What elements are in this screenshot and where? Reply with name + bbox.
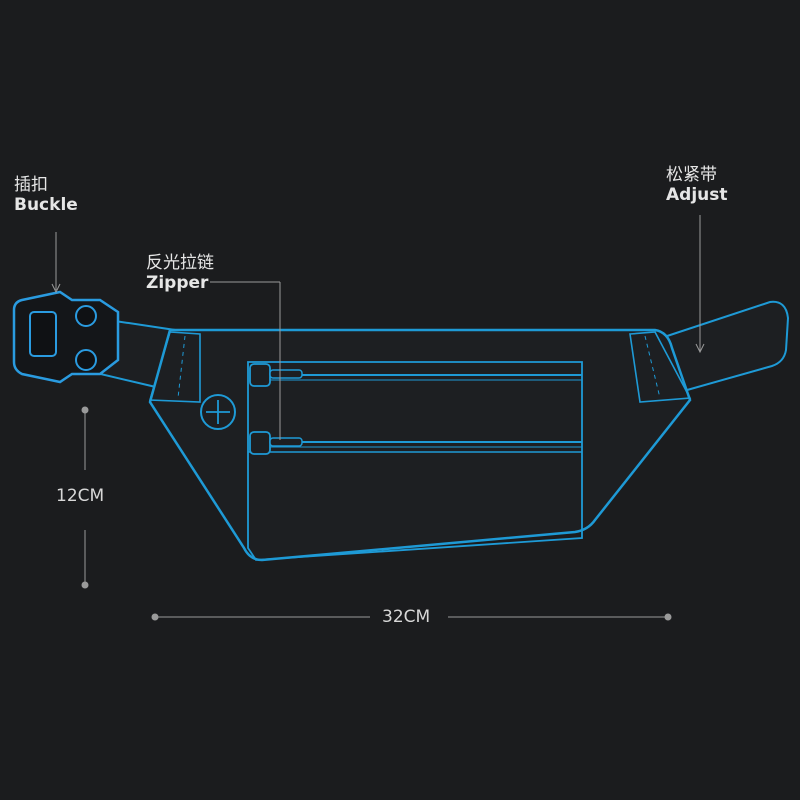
zipper-label-en: Zipper (146, 274, 214, 294)
zipper-label-cn: 反光拉链 (146, 254, 214, 274)
buckle-icon (14, 292, 118, 382)
earphone-port-icon (201, 395, 235, 429)
buckle-label: 插扣 Buckle (14, 176, 78, 215)
height-dimension-label: 12CM (56, 486, 104, 506)
zipper-label: 反光拉链 Zipper (146, 254, 214, 293)
adjust-label: 松紧带 Adjust (666, 166, 728, 205)
adjust-label-en: Adjust (666, 186, 728, 206)
buckle-label-en: Buckle (14, 196, 78, 216)
buckle-label-cn: 插扣 (14, 176, 78, 196)
bag-body (150, 330, 690, 560)
adjust-label-cn: 松紧带 (666, 166, 728, 186)
width-dimension-label: 32CM (382, 607, 430, 627)
